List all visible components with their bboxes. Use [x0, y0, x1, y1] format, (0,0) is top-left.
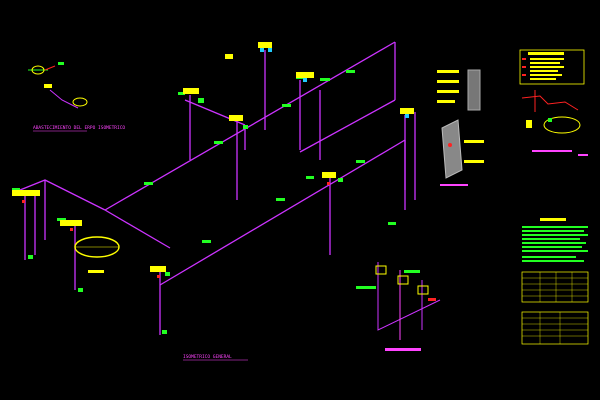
general-notes [522, 218, 588, 262]
fixture-summary-table [521, 271, 589, 303]
legend-table [519, 49, 585, 85]
storage-tank [74, 236, 120, 273]
wall-cabinet-detail [437, 69, 484, 186]
isometric-general-title: ISOMETRICO GENERAL [183, 354, 232, 360]
heater-detail [521, 90, 588, 156]
sub-isometric-detail [356, 262, 441, 351]
tank-detail-isometric [28, 62, 88, 109]
fixture-clusters [12, 42, 414, 334]
tank-detail-title: ABASTECIMIENTO DEL ERPO ISOMETRICO [33, 125, 125, 131]
pipe-summary-table [521, 311, 589, 345]
